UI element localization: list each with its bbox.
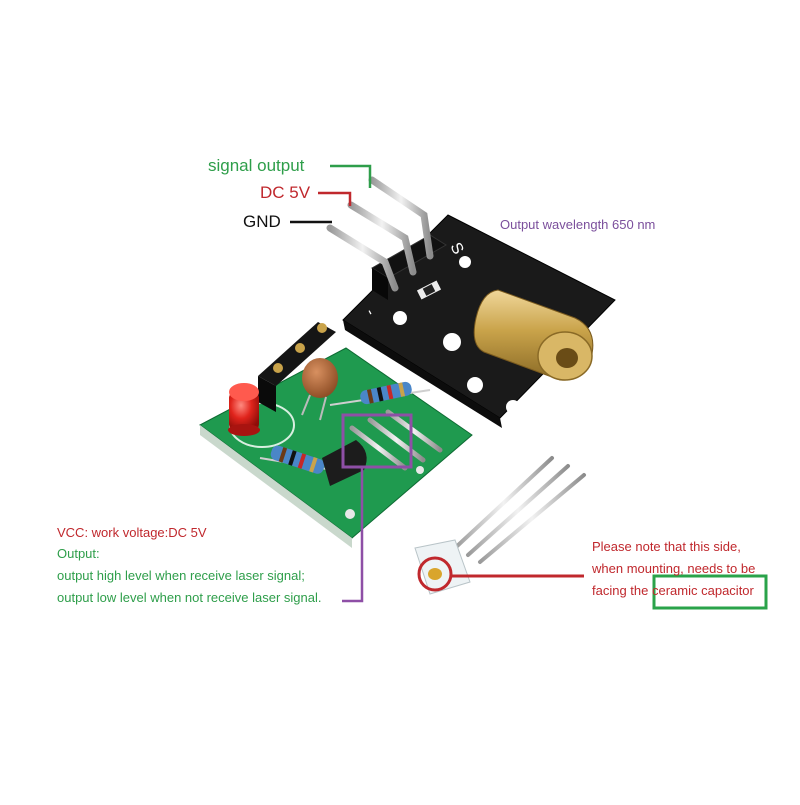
receiver-pcb-edge — [200, 425, 352, 548]
signal-callout-line — [330, 164, 372, 188]
output-low-description: output low level when not receive laser … — [57, 590, 322, 605]
sensor-note-line-3: facing the ceramic capacitor — [592, 580, 754, 602]
pin-dc — [347, 201, 417, 276]
output-callout-line — [342, 467, 364, 603]
gnd-label: GND — [243, 212, 281, 231]
laser-pcb-hole — [393, 311, 407, 325]
laser-lens — [556, 348, 578, 368]
sensor-note-highlight: ceramic capacitor — [652, 583, 754, 598]
output-heading: Output: — [57, 546, 100, 561]
laser-diode — [473, 289, 594, 381]
dc-callout-line — [318, 191, 352, 206]
laser-module: S - — [326, 176, 616, 428]
laser-pcb-edge — [343, 320, 502, 428]
sensor-note-prefix: facing the — [592, 583, 652, 598]
ceramic-capacitor-highlight-box — [652, 574, 768, 610]
sensor-body — [414, 539, 471, 595]
laser-pins — [326, 176, 434, 292]
laser-pcb-hole — [506, 400, 520, 414]
wavelength-label: Output wavelength 650 nm — [500, 217, 656, 232]
sensor-lead — [478, 473, 586, 564]
sensor-window — [428, 568, 442, 580]
sensor-lead — [453, 456, 554, 550]
sensor-lead — [466, 464, 570, 557]
laser-pcb-hole — [459, 256, 471, 268]
receiver-header — [258, 322, 336, 412]
receiver-module — [199, 322, 473, 548]
solder-pad — [345, 509, 355, 519]
sensor-leads-highlight-box — [341, 413, 413, 469]
sensor-leads-on-pcb — [349, 409, 443, 471]
header-socket — [317, 323, 327, 333]
signal-output-label: signal output — [208, 156, 305, 175]
resistor-top — [329, 381, 431, 406]
pin-signal — [368, 176, 434, 260]
laser-pcb-hole — [443, 333, 461, 351]
ceramic-capacitor — [301, 358, 338, 421]
laser-pcb-hole — [467, 377, 483, 393]
sensor-note-line-2: when mounting, needs to be — [592, 561, 756, 576]
dc-5v-label: DC 5V — [260, 183, 311, 202]
header-socket — [295, 343, 305, 353]
solder-pad — [416, 466, 424, 474]
red-led — [228, 383, 260, 436]
laser-header-side — [372, 268, 388, 300]
pin-gnd — [326, 224, 399, 292]
header-socket — [273, 363, 283, 373]
sensor-window-highlight — [417, 556, 453, 592]
sensor-note-line-1: Please note that this side, — [592, 539, 741, 554]
resistor-bottom — [259, 445, 346, 474]
laser-smd-resistor-body — [422, 284, 436, 296]
vcc-work-voltage-label: VCC: work voltage:DC 5V — [57, 525, 207, 540]
photo-sensor — [414, 456, 586, 595]
output-high-description: output high level when receive laser sig… — [57, 568, 305, 583]
